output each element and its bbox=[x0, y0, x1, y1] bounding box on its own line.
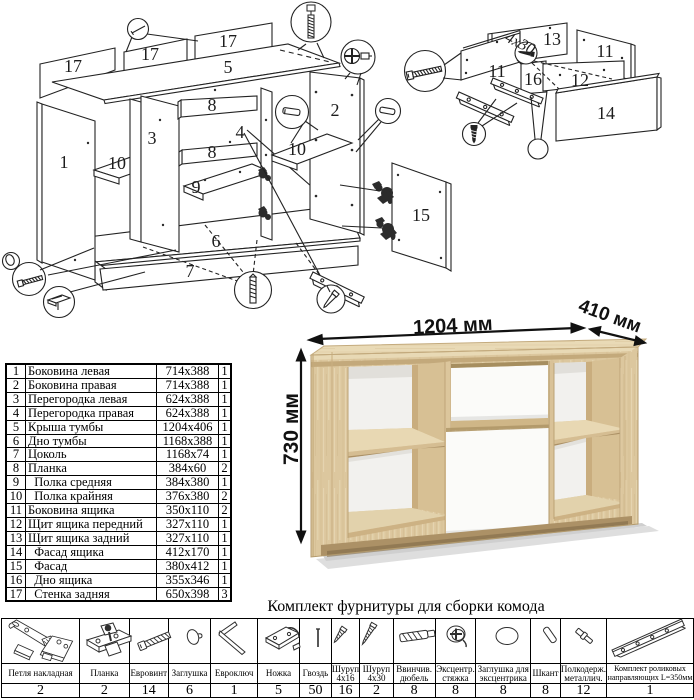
svg-text:7: 7 bbox=[186, 261, 195, 281]
svg-text:3: 3 bbox=[148, 128, 157, 148]
svg-text:17: 17 bbox=[141, 44, 159, 64]
svg-text:13: 13 bbox=[543, 29, 561, 49]
svg-text:10: 10 bbox=[288, 139, 306, 159]
svg-text:14: 14 bbox=[597, 103, 615, 123]
svg-text:12: 12 bbox=[571, 70, 589, 90]
svg-text:17: 17 bbox=[64, 56, 82, 76]
svg-text:5: 5 bbox=[224, 57, 233, 77]
svg-text:11: 11 bbox=[596, 41, 613, 61]
svg-text:15: 15 bbox=[412, 205, 430, 225]
svg-text:1: 1 bbox=[60, 152, 69, 172]
svg-text:11: 11 bbox=[488, 61, 505, 81]
svg-text:6: 6 bbox=[212, 231, 221, 251]
svg-text:9: 9 bbox=[192, 177, 201, 197]
svg-text:16: 16 bbox=[524, 69, 542, 89]
svg-text:8: 8 bbox=[208, 142, 217, 162]
svg-text:2: 2 bbox=[331, 100, 340, 120]
svg-text:4: 4 bbox=[236, 122, 245, 142]
svg-text:10: 10 bbox=[108, 153, 126, 173]
svg-text:8: 8 bbox=[208, 95, 217, 115]
svg-text:17: 17 bbox=[219, 31, 237, 51]
